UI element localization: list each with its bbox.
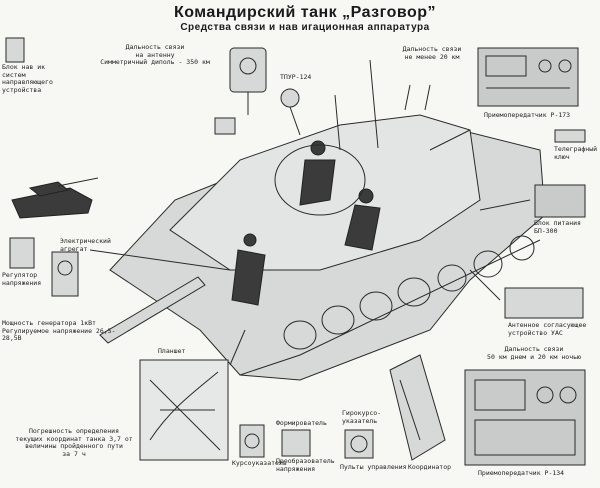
crew-loader-body (344, 204, 381, 251)
crew-loader-head (358, 188, 374, 204)
gyro-indicator-device (344, 429, 374, 459)
telegraph-key-device (554, 129, 586, 143)
label-r173: Приемопередатчик Р-173 (484, 111, 571, 119)
tpur-device (280, 88, 301, 136)
r173-radio-device (477, 47, 579, 107)
antenna-device (214, 47, 267, 135)
label-antenna-matching: Антенное согласующее устройство УАС (508, 321, 587, 337)
label-range-50km: Дальность связи 50 км днем и 20 км ночью (487, 345, 581, 361)
tank-illustration (99, 59, 546, 381)
r134-radio-device (464, 369, 586, 466)
label-converter: Преобразователь напряжения (276, 457, 335, 473)
label-power-block: Блок питания БП-300 (534, 219, 581, 235)
label-range-antenna: Дальность связи на антенну Симметричный … (100, 43, 210, 66)
label-voltage-regulator: Регулятор напряжения (2, 271, 42, 287)
label-generator-power: Мощность генератора 1кВт Регулируемое на… (2, 319, 116, 342)
label-range-20km: Дальность связи не менее 20 км (402, 45, 462, 61)
label-control-panels: Пульты управления (340, 463, 407, 471)
label-gyro: Блок нав ик систем направляющего устройс… (2, 63, 53, 94)
label-telegraph-key: Телеграфный ключ (554, 145, 598, 161)
former-device (281, 429, 311, 457)
planshet-device (139, 359, 229, 461)
tank-gun-barrel (99, 276, 206, 344)
coordinator-device (389, 354, 446, 461)
leader-lines (89, 129, 531, 366)
crew-commander-head (310, 140, 326, 156)
power-block-device (534, 184, 586, 218)
label-coordinator: Координатор (408, 463, 452, 471)
crew-gunner-body (231, 249, 266, 306)
label-gyro-indicator: Гирокурсо- указатель (342, 409, 382, 425)
label-accuracy: Погрешность определения текущих координа… (15, 427, 133, 458)
page-subtitle: Средства связи и нав игационная аппарату… (180, 22, 430, 33)
antenna-matching-device (504, 287, 584, 319)
label-r134: Приемопередатчик Р-134 (478, 469, 565, 477)
page-title: Командирский танк „Разговор” (173, 4, 437, 21)
label-former: Формирователь (276, 419, 327, 427)
label-electric-unit: Электрический агрегат (60, 237, 111, 253)
track-wheels (239, 235, 541, 376)
label-course-indicator: Курсоуказатель (232, 459, 287, 467)
electric-unit-device (9, 237, 79, 297)
crew-gunner-head (243, 233, 257, 247)
small-tank-illustration (11, 177, 99, 219)
crew-commander-body (299, 159, 336, 206)
label-tpur: ТПУР-124 (280, 73, 312, 81)
label-planshet: Планшет (158, 347, 186, 355)
gyro-block-device (5, 37, 25, 63)
course-indicator-device (239, 424, 265, 458)
